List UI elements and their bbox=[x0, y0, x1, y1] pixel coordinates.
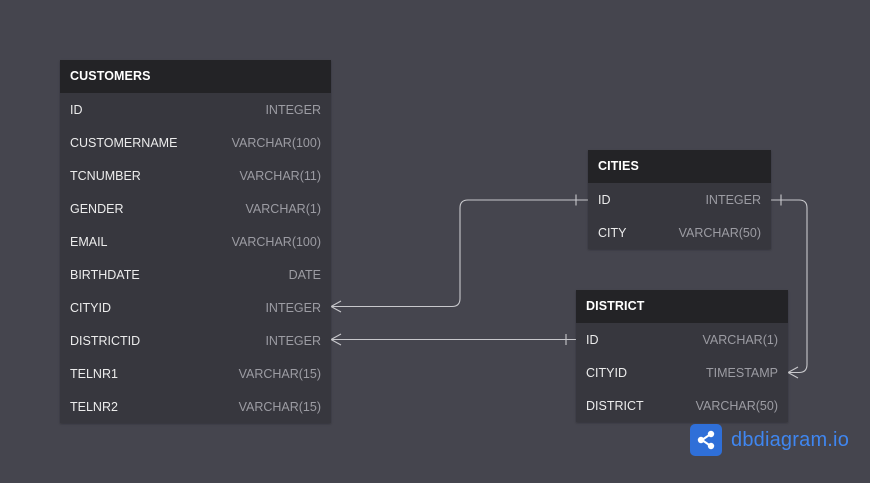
field-name: CITYID bbox=[70, 300, 111, 315]
field-row-email[interactable]: EMAIL VARCHAR(100) bbox=[60, 225, 331, 258]
field-name: TELNR2 bbox=[70, 399, 118, 414]
field-row-id[interactable]: ID VARCHAR(1) bbox=[576, 323, 788, 356]
field-name: ID bbox=[70, 102, 83, 117]
field-type: VARCHAR(1) bbox=[702, 332, 778, 347]
crowfoot-many-icon bbox=[786, 366, 799, 379]
table-cities-header[interactable]: CITIES bbox=[588, 150, 771, 183]
crowfoot-many-icon bbox=[329, 300, 342, 313]
field-row-telnr1[interactable]: TELNR1 VARCHAR(15) bbox=[60, 357, 331, 390]
field-type: INTEGER bbox=[265, 333, 321, 348]
field-type: TIMESTAMP bbox=[706, 365, 778, 380]
field-row-telnr2[interactable]: TELNR2 VARCHAR(15) bbox=[60, 390, 331, 423]
field-name: BIRTHDATE bbox=[70, 267, 140, 282]
field-row-city[interactable]: CITY VARCHAR(50) bbox=[588, 216, 771, 249]
field-row-cityid[interactable]: CITYID INTEGER bbox=[60, 291, 331, 324]
field-type: INTEGER bbox=[265, 102, 321, 117]
field-row-id[interactable]: ID INTEGER bbox=[588, 183, 771, 216]
field-row-cityid[interactable]: CITYID TIMESTAMP bbox=[576, 356, 788, 389]
field-row-birthdate[interactable]: BIRTHDATE DATE bbox=[60, 258, 331, 291]
brand-watermark[interactable]: dbdiagram.io bbox=[690, 424, 849, 456]
field-name: TCNUMBER bbox=[70, 168, 141, 183]
field-name: CITY bbox=[598, 225, 627, 240]
field-name: ID bbox=[598, 192, 611, 207]
field-type: INTEGER bbox=[265, 300, 321, 315]
field-type: VARCHAR(15) bbox=[238, 399, 321, 414]
table-cities[interactable]: CITIES ID INTEGER CITY VARCHAR(50) bbox=[588, 150, 771, 249]
field-row-tcnumber[interactable]: TCNUMBER VARCHAR(11) bbox=[60, 159, 331, 192]
relation-district-cityid-to-cities-id bbox=[771, 199, 808, 374]
field-type: VARCHAR(100) bbox=[231, 135, 321, 150]
field-name: GENDER bbox=[70, 201, 124, 216]
field-type: VARCHAR(15) bbox=[238, 366, 321, 381]
field-row-id[interactable]: ID INTEGER bbox=[60, 93, 331, 126]
share-nodes-icon bbox=[690, 424, 722, 456]
field-row-districtid[interactable]: DISTRICTID INTEGER bbox=[60, 324, 331, 357]
table-customers[interactable]: CUSTOMERS ID INTEGER CUSTOMERNAME VARCHA… bbox=[60, 60, 331, 423]
table-district[interactable]: DISTRICT ID VARCHAR(1) CITYID TIMESTAMP … bbox=[576, 290, 788, 422]
field-name: TELNR1 bbox=[70, 366, 118, 381]
field-type: VARCHAR(50) bbox=[678, 225, 761, 240]
field-name: DISTRICTID bbox=[70, 333, 141, 348]
field-name: DISTRICT bbox=[586, 398, 644, 413]
table-customers-header[interactable]: CUSTOMERS bbox=[60, 60, 331, 93]
relation-customers-cityid-to-cities-id bbox=[331, 199, 588, 308]
field-row-gender[interactable]: GENDER VARCHAR(1) bbox=[60, 192, 331, 225]
field-type: INTEGER bbox=[705, 192, 761, 207]
field-name: ID bbox=[586, 332, 599, 347]
field-type: VARCHAR(50) bbox=[695, 398, 778, 413]
field-type: VARCHAR(11) bbox=[239, 168, 322, 183]
field-name: CUSTOMERNAME bbox=[70, 135, 178, 150]
table-district-header[interactable]: DISTRICT bbox=[576, 290, 788, 323]
field-row-district[interactable]: DISTRICT VARCHAR(50) bbox=[576, 389, 788, 422]
field-name: CITYID bbox=[586, 365, 627, 380]
field-name: EMAIL bbox=[70, 234, 108, 249]
field-row-customername[interactable]: CUSTOMERNAME VARCHAR(100) bbox=[60, 126, 331, 159]
brand-name: dbdiagram.io bbox=[731, 428, 850, 451]
field-type: VARCHAR(1) bbox=[245, 201, 321, 216]
field-type: VARCHAR(100) bbox=[231, 234, 321, 249]
field-type: DATE bbox=[288, 267, 321, 282]
crowfoot-many-icon bbox=[329, 333, 342, 346]
